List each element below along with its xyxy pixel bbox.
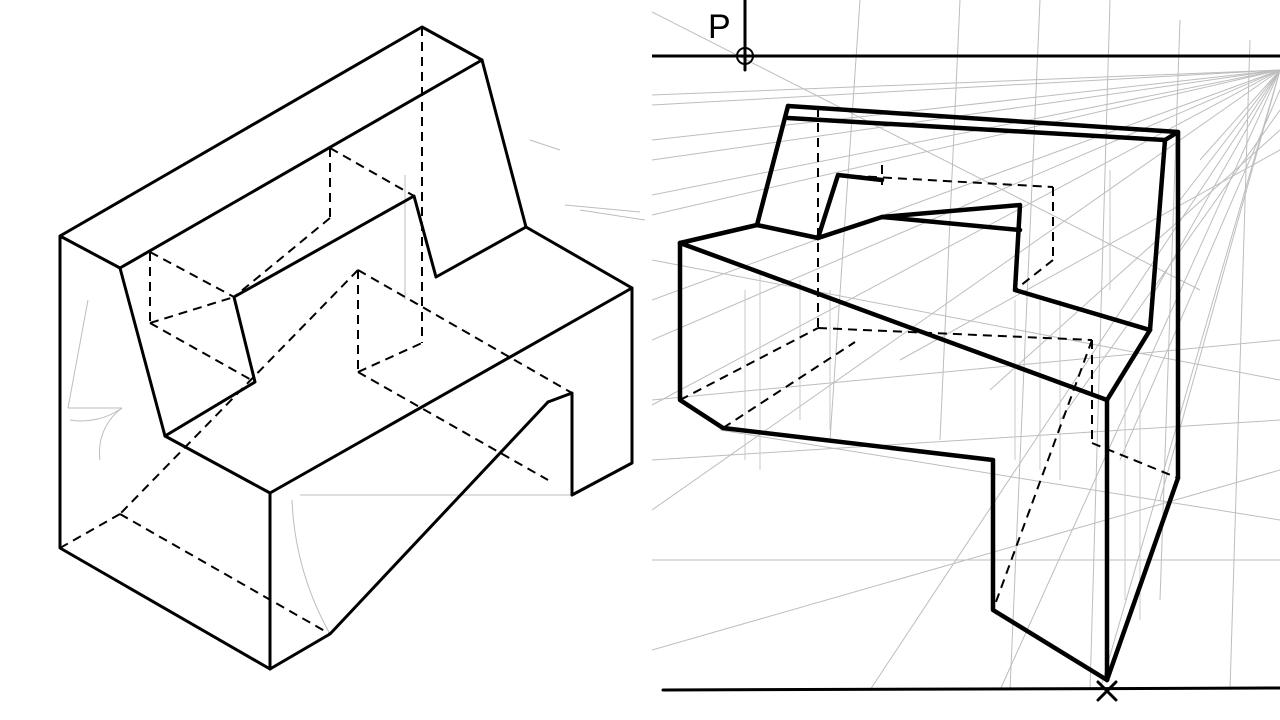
construction-rays <box>652 0 1280 691</box>
point-label: P <box>708 8 731 46</box>
station-point-marker <box>736 47 754 65</box>
visible-edges <box>58 25 634 671</box>
construction-lines <box>67 139 646 635</box>
isometric-drawing <box>58 25 646 671</box>
visible-edges <box>677 103 1181 683</box>
reference-lines <box>652 0 1280 702</box>
ground-line <box>661 686 1280 692</box>
ground-point-marker <box>1096 680 1118 702</box>
isometric-drawing-panel <box>58 25 646 671</box>
perspective-drawing-panel: P <box>652 0 1280 720</box>
perspective-drawing: P <box>652 0 1280 702</box>
